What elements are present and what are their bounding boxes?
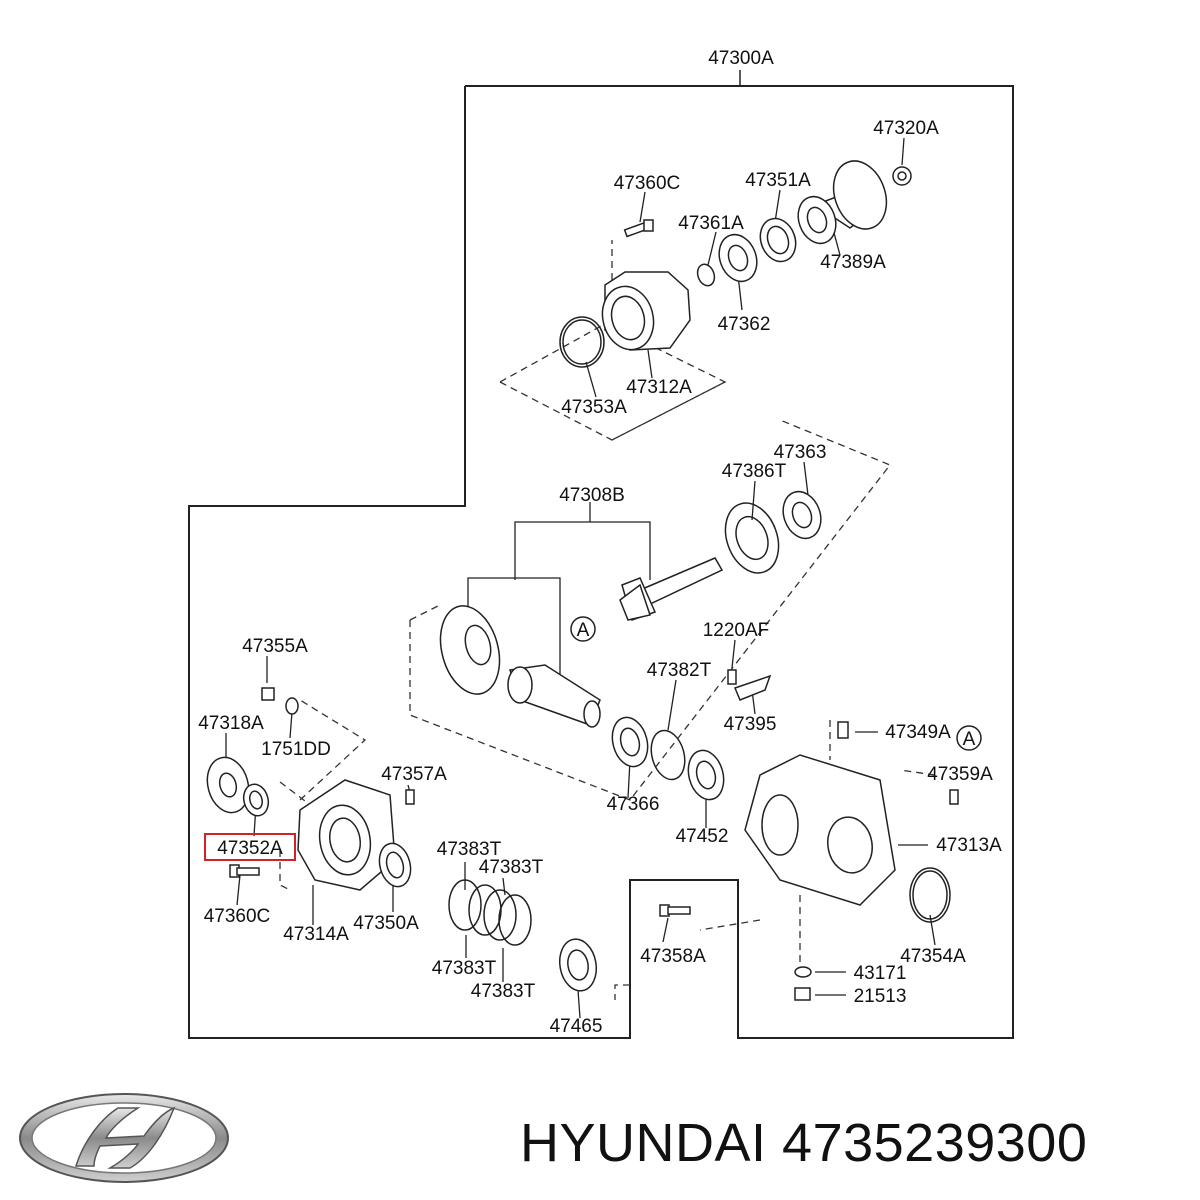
label-47386T: 47386T xyxy=(722,461,787,482)
hyundai-logo-icon xyxy=(19,1093,229,1183)
label-47318A: 47318A xyxy=(198,713,264,734)
label-47314A: 47314A xyxy=(283,924,349,945)
bracket-47395 xyxy=(734,674,772,701)
label-47389A: 47389A xyxy=(820,252,886,273)
shim-47383T-c xyxy=(483,889,517,941)
nut-47355A xyxy=(261,687,275,701)
label-47383T-3: 47383T xyxy=(432,958,497,979)
transfer-case-47313A xyxy=(744,754,896,906)
label-47349A: 47349A xyxy=(885,722,951,743)
label-47366: 47366 xyxy=(607,794,660,815)
retainer-housing-47312A xyxy=(601,271,691,351)
pin-47357A xyxy=(405,789,415,805)
o-ring-47354A xyxy=(909,867,951,923)
label-1220AF: 1220AF xyxy=(703,620,770,641)
o-ring-47382T xyxy=(650,729,686,781)
label-47312A: 47312A xyxy=(626,377,692,398)
o-ring-47353A xyxy=(559,316,605,368)
label-47465: 47465 xyxy=(550,1016,603,1037)
part-number: 4735239300 xyxy=(782,1113,1088,1173)
label-47363: 47363 xyxy=(774,442,827,463)
label-47382T: 47382T xyxy=(647,660,712,681)
label-47395: 47395 xyxy=(724,714,777,735)
label-47360C-bottom: 47360C xyxy=(204,906,271,927)
washer-43171 xyxy=(794,966,812,978)
label-47352A: 47352A xyxy=(217,838,283,859)
brand-part-number: HYUNDAI 4735239300 xyxy=(520,1112,1087,1174)
bolt-1220AF xyxy=(727,669,737,685)
dashed-groups xyxy=(279,240,936,1000)
flange-yoke-47389A xyxy=(797,160,888,245)
reference-label-a-2: A xyxy=(963,729,976,750)
drive-pinion-47308B xyxy=(619,557,724,621)
label-47360C-top: 47360C xyxy=(614,173,681,194)
label-47383T-1: 47383T xyxy=(437,839,502,860)
output-shaft xyxy=(507,664,601,728)
label-47452: 47452 xyxy=(676,826,729,847)
label-47383T-4: 47383T xyxy=(471,981,536,1002)
label-47351A: 47351A xyxy=(745,170,811,191)
pin-47359A xyxy=(949,789,959,805)
label-47357A: 47357A xyxy=(381,764,447,785)
part-labels: 47300A 47320A 47360C 47351A 47361A 47389… xyxy=(198,48,1002,1037)
label-47358A: 47358A xyxy=(640,946,706,967)
parts xyxy=(206,160,959,1001)
leader-lines xyxy=(225,137,936,1019)
assembly-frame xyxy=(188,85,1014,1039)
label-47320A: 47320A xyxy=(873,118,939,139)
shim-47383T-a xyxy=(448,879,482,931)
label-47361A: 47361A xyxy=(678,213,744,234)
label-47350A: 47350A xyxy=(353,913,419,934)
washer-1751DD xyxy=(285,697,299,715)
label-47353A: 47353A xyxy=(561,397,627,418)
reference-markers: A A xyxy=(570,616,982,751)
label-47300A: 47300A xyxy=(708,48,774,69)
gasket-47386T xyxy=(724,502,780,574)
label-43171: 43171 xyxy=(854,963,907,984)
label-47359A: 47359A xyxy=(927,764,993,785)
label-47308B: 47308B xyxy=(559,485,625,506)
bolt-47360C-bottom xyxy=(229,864,260,878)
label-47362: 47362 xyxy=(718,314,771,335)
highlight-box-47352A xyxy=(204,833,296,861)
label-21513: 21513 xyxy=(854,986,907,1007)
plug-47349A xyxy=(837,721,849,739)
label-1751DD: 1751DD xyxy=(261,739,331,760)
spacer-47361A xyxy=(696,263,716,287)
bolt-47360C-top xyxy=(623,219,654,238)
reference-label-a-1: A xyxy=(577,620,590,641)
label-47383T-2: 47383T xyxy=(479,857,544,878)
label-47355A: 47355A xyxy=(242,636,308,657)
shim-47383T-d xyxy=(498,894,532,946)
bolt-47358A xyxy=(659,904,691,917)
drain-plug-21513 xyxy=(794,987,811,1001)
label-47354A: 47354A xyxy=(900,946,966,967)
brand-name: HYUNDAI xyxy=(520,1113,767,1173)
cover-47314A xyxy=(297,779,396,891)
label-47313A: 47313A xyxy=(936,835,1002,856)
ring-gear xyxy=(439,605,501,695)
